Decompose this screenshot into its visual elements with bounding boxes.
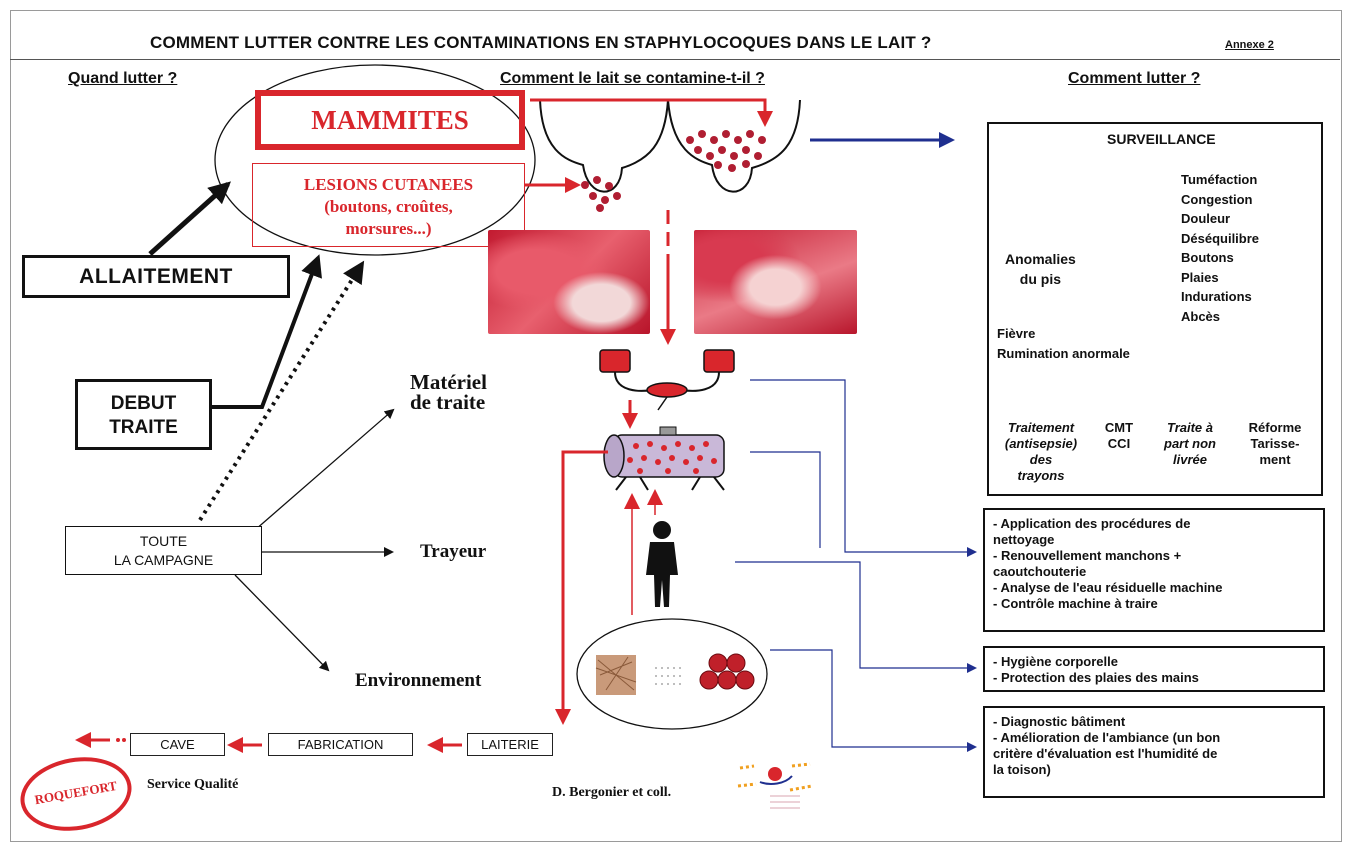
action-traitement-line: Traitement [1001,420,1081,436]
connector-environnement [770,650,975,747]
symptom-item: Abcès [1181,307,1259,327]
mammites-box: MAMMITES [255,90,525,150]
annexe-label: Annexe 2 [1225,39,1274,51]
chain-box-laiterie: LAITERIE [467,733,553,756]
materiel-action-line: - Application des procédures de [993,516,1315,532]
teat-lesion-photo-2 [694,230,857,334]
trayeur-actions-box: - Hygiène corporelle - Protection des pl… [983,646,1325,692]
action-traitement-line: des [1001,452,1081,468]
action-cci-line: CCI [1099,436,1139,452]
materiel-action-line: caoutchouterie [993,564,1315,580]
debut-traite-box: DEBUT TRAITE [75,379,212,450]
column-heading-quand: Quand lutter ? [68,70,177,88]
trayeur-action-line: - Protection des plaies des mains [993,670,1315,686]
action-traite-line: livrée [1155,452,1225,468]
action-traite-a-part: Traite à part non livrée [1155,420,1225,468]
debut-traite-line1: DEBUT [78,392,209,416]
lesions-title: LESIONS CUTANEES [253,174,524,196]
arrow-mammites [530,100,765,124]
materiel-label-line1: Matériel [410,372,487,392]
symptom-item: Indurations [1181,287,1259,307]
connector-trayeur [735,562,975,668]
udder-bacteria [581,130,766,212]
dots-graphic [655,667,681,685]
toute-campagne-box: TOUTE LA CAMPAGNE [65,526,262,575]
environnement-label: Environnement [355,670,481,692]
materiel-traite-label: Matériel de traite [410,372,487,412]
action-traitement-line: trayons [1001,468,1081,484]
action-traitement: Traitement (antisepsie) des trayons [1001,420,1081,484]
environnement-action-line: la toison) [993,762,1315,778]
chain-box-fabrication: FABRICATION [268,733,413,756]
allaitement-box: ALLAITEMENT [22,255,290,298]
header-divider [10,59,1340,60]
materiel-label-line2: de traite [410,392,487,412]
school-logo [730,756,820,816]
action-reforme-line: Tarisse- [1235,436,1315,452]
symptom-item: Boutons [1181,248,1259,268]
service-qualite-label: Service Qualité [147,777,238,793]
materiel-action-line: - Contrôle machine à traire [993,596,1315,612]
trayeur-action-line: - Hygiène corporelle [993,654,1315,670]
credit-label: D. Bergonier et coll. [552,785,671,801]
lesions-box: LESIONS CUTANEES (boutons, croûtes, mors… [252,163,525,247]
general-signs: Fièvre Rumination anormale [997,324,1130,364]
trayeur-silhouette [646,521,678,607]
environnement-actions-box: - Diagnostic bâtiment - Amélioration de … [983,706,1325,798]
anomalies-line1: Anomalies [1005,249,1076,269]
action-reforme-line: ment [1235,452,1315,468]
trayeur-label: Trayeur [420,541,486,563]
page-title: COMMENT LUTTER CONTRE LES CONTAMINATIONS… [150,33,931,53]
udder-left [540,100,668,192]
action-reforme: Réforme Tarisse- ment [1235,420,1315,468]
column-heading-lutter: Comment lutter ? [1068,70,1200,88]
arrow-campagne-dotted [200,264,362,520]
arrow-to-materiel [255,410,393,530]
chain-box-cave: CAVE [130,733,225,756]
chain-dots [116,738,126,742]
teat-lesion-photo-1 [488,230,650,334]
arrow-allaitement [150,184,228,254]
anomalies-line2: du pis [1005,269,1076,289]
straw-graphic [596,655,636,695]
symptom-item: Plaies [1181,268,1259,288]
rumination-label: Rumination anormale [997,344,1130,364]
surveillance-panel: SURVEILLANCE Anomalies du pis Tuméfactio… [987,122,1323,496]
toute-campagne-line2: LA CAMPAGNE [66,551,261,570]
action-cmt-line: CMT [1099,420,1139,436]
toute-campagne-line1: TOUTE [66,532,261,551]
materiel-action-line: - Analyse de l'eau résiduelle machine [993,580,1315,596]
column-heading-contamination: Comment le lait se contamine-t-il ? [500,70,765,88]
symptom-item: Congestion [1181,190,1259,210]
environment-bacteria [700,654,754,689]
lesions-detail-1: (boutons, croûtes, [253,196,524,218]
fievre-label: Fièvre [997,324,1130,344]
symptom-item: Douleur [1181,209,1259,229]
action-reforme-line: Réforme [1235,420,1315,436]
connector-tank [750,452,820,548]
materiel-action-line: nettoyage [993,532,1315,548]
symptom-item: Tuméfaction [1181,170,1259,190]
action-traite-line: Traite à [1155,420,1225,436]
materiel-actions-box: - Application des procédures de nettoyag… [983,508,1325,632]
udder-right [668,100,800,192]
milking-cluster-graphic [600,350,734,410]
symptoms-list: Tuméfaction Congestion Douleur Déséquili… [1181,170,1259,326]
materiel-action-line: - Renouvellement manchons + [993,548,1315,564]
anomalies-du-pis-label: Anomalies du pis [1005,249,1076,289]
symptom-item: Déséquilibre [1181,229,1259,249]
action-traite-line: part non [1155,436,1225,452]
lesions-detail-2: morsures...) [253,218,524,240]
environnement-action-line: - Diagnostic bâtiment [993,714,1315,730]
arrow-to-environnement [235,575,328,670]
action-cmt-cci: CMT CCI [1099,420,1139,452]
surveillance-header: SURVEILLANCE [1107,131,1216,147]
debut-traite-line2: TRAITE [78,416,209,440]
environnement-action-line: critère d'évaluation est l'humidité de [993,746,1315,762]
milk-tank-graphic [604,427,724,490]
environnement-action-line: - Amélioration de l'ambiance (un bon [993,730,1315,746]
action-traitement-line: (antisepsie) [1001,436,1081,452]
connector-cluster [750,380,975,552]
